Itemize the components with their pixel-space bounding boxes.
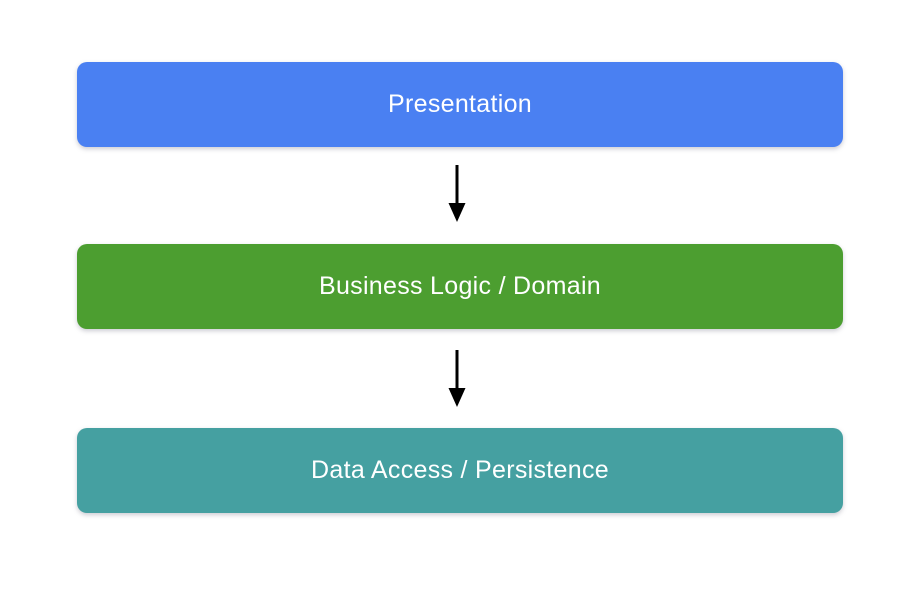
layer-label-presentation: Presentation [388, 90, 532, 118]
layer-box-data-access: Data Access / Persistence [77, 428, 843, 513]
arrow-down-icon [448, 165, 466, 222]
arrow-down-icon [448, 350, 466, 407]
layer-label-data-access: Data Access / Persistence [311, 456, 609, 484]
layer-label-business-logic: Business Logic / Domain [318, 272, 602, 300]
layer-box-presentation: Presentation [77, 62, 843, 147]
layer-box-business-logic: Business Logic / Domain [77, 244, 843, 329]
